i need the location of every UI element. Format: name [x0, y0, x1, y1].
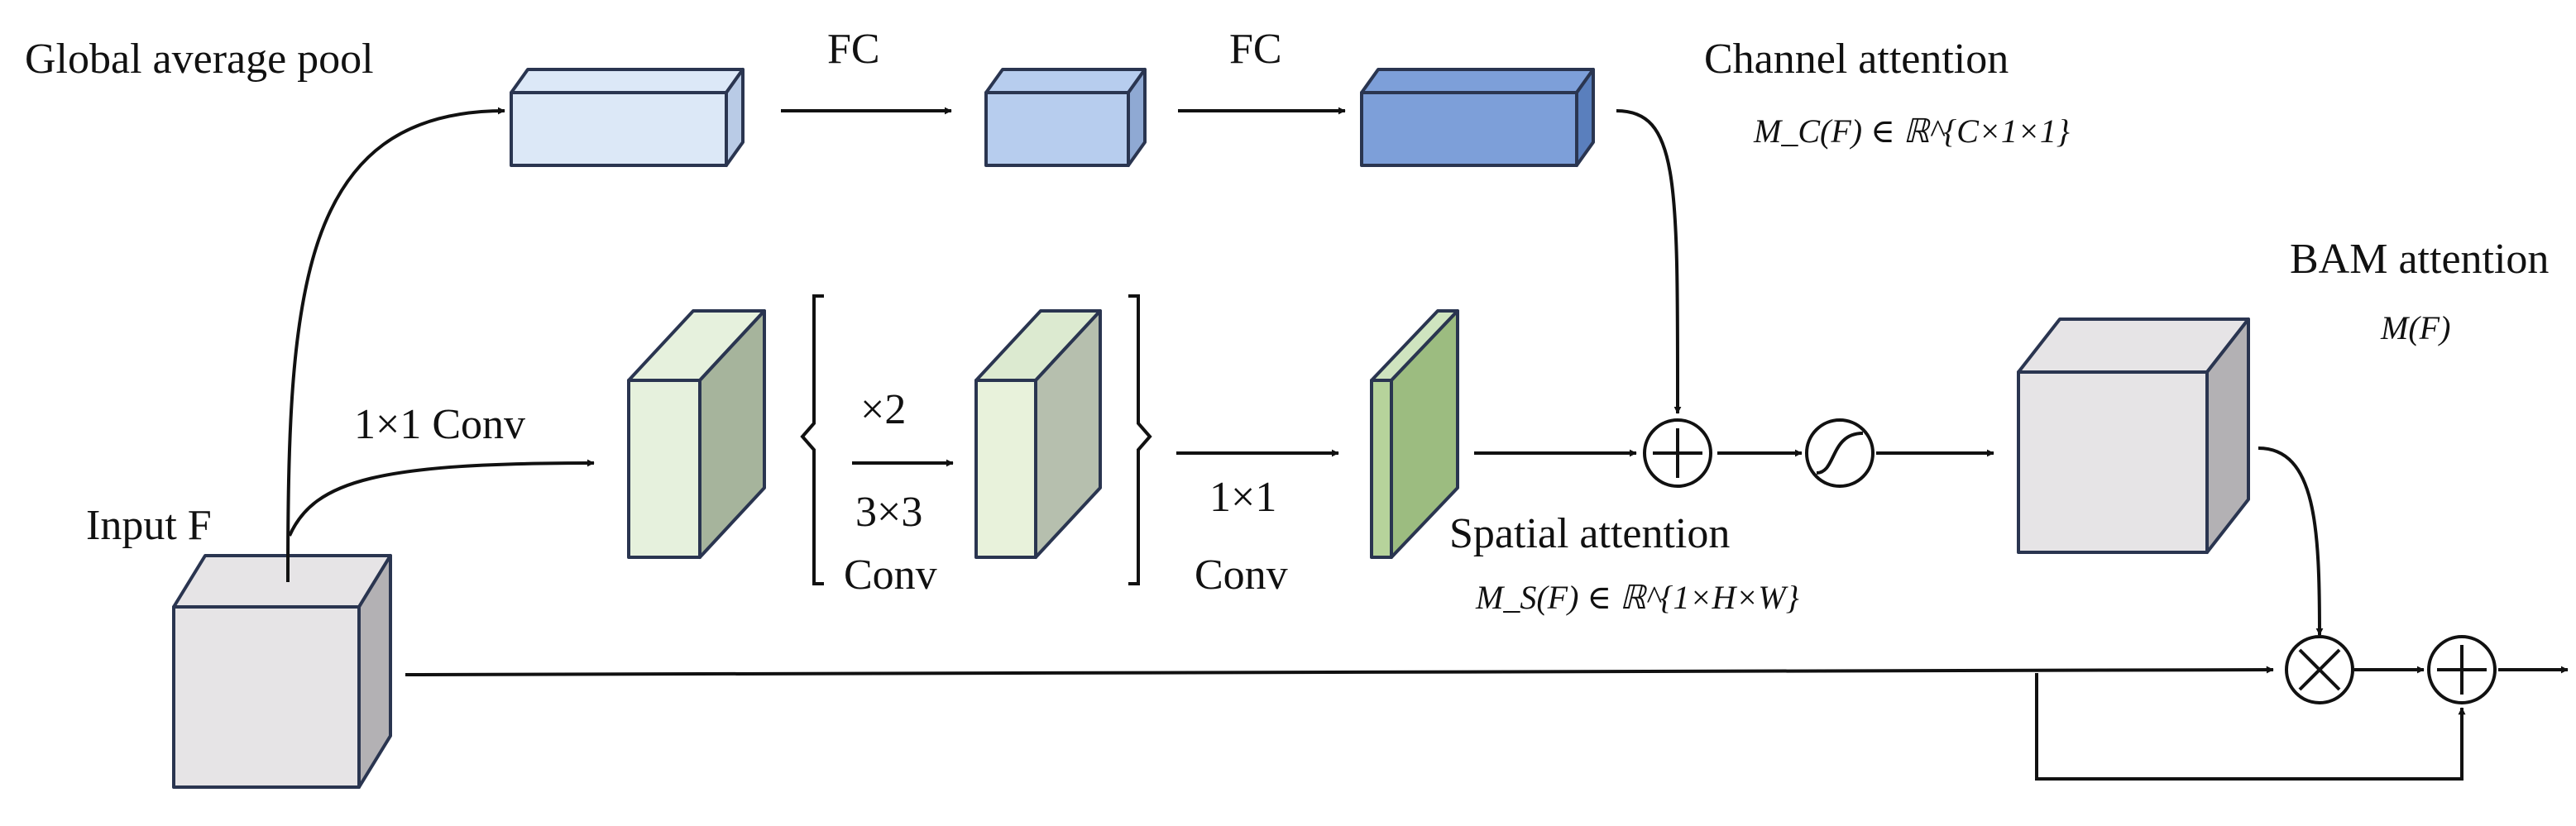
edge-residual [2035, 673, 2466, 781]
fc2-box [1360, 68, 1595, 167]
spatial-attention-label: Spatial attention [1449, 510, 1730, 557]
conv3x3-label-line1: 3×3 [855, 489, 922, 536]
edge-fc2-to-add [1616, 109, 1682, 414]
right-bracket [1128, 294, 1152, 585]
edge-bam-to-multiply [2258, 446, 2324, 636]
multiply-operator [2285, 635, 2354, 704]
bam-attention-label: BAM attention [2290, 236, 2549, 283]
conv1x1-b-label-line2: Conv [1195, 551, 1288, 599]
fc1-label: FC [827, 26, 880, 73]
left-bracket [800, 294, 824, 585]
times-two-label: ×2 [860, 386, 906, 433]
conv1x1-b-label-line1: 1×1 [1209, 474, 1276, 521]
spatial-attention-box [1370, 309, 1459, 559]
channel-attention-formula: M_C(F) ∈ ℝ^{C×1×1} [1753, 112, 2070, 150]
input-cube [172, 554, 392, 789]
spatial-attention-formula: M_S(F) ∈ ℝ^{1×H×W} [1475, 579, 1799, 616]
input-label: Input F [86, 502, 212, 549]
edge-input-to-pool [286, 107, 505, 583]
add2-operator [2427, 635, 2497, 704]
fc1-box [984, 68, 1147, 167]
conv1x1-label: 1×1 Conv [354, 401, 525, 448]
edge-input-to-multiply [405, 666, 2274, 676]
channel-attention-label: Channel attention [1704, 36, 2009, 83]
fc2-label: FC [1229, 26, 1282, 73]
edge-input-to-conv1x1 [288, 459, 595, 537]
conv3x3-label-line2: Conv [844, 551, 937, 599]
sigmoid-operator [1805, 418, 1875, 488]
global-average-pool-label: Global average pool [25, 36, 374, 83]
global-pool-box [510, 68, 745, 167]
bam-attention-cube [2017, 318, 2250, 554]
conv3x3-box [974, 309, 1102, 559]
add-operator [1643, 418, 1712, 488]
conv1x1-box [627, 309, 766, 559]
bam-attention-formula: M(F) [2380, 309, 2450, 346]
